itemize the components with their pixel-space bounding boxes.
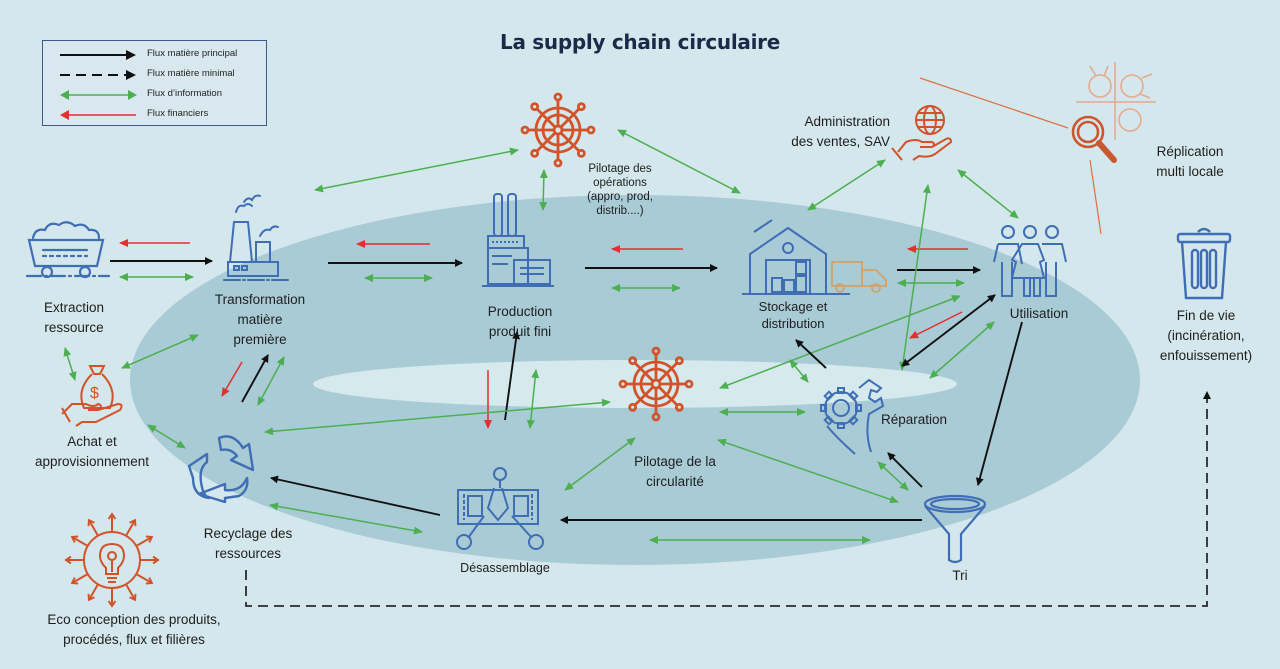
flow-arrow-information: [314, 147, 519, 193]
legend-label: Flux matière principal: [147, 48, 238, 59]
label-utilisation: Utilisation: [1009, 306, 1069, 321]
label-extraction: Extraction ressource: [43, 300, 105, 335]
replication-link: [1089, 159, 1102, 235]
people-group-icon: [993, 225, 1067, 297]
legend-left-arrow-icon: [60, 110, 136, 120]
ship-wheel-icon: [520, 92, 596, 168]
factory-smoke-icon: [223, 194, 289, 281]
label-replication: Réplication multi locale: [1156, 144, 1224, 179]
recycle-icon: [187, 435, 255, 504]
label-production: Production produit fini: [487, 304, 553, 339]
funnel-icon: [923, 494, 987, 564]
gear-wrench-icon: [820, 378, 885, 455]
flow-arrow-information: [264, 398, 611, 436]
label-reparation: Réparation: [880, 412, 948, 427]
replication-link: [919, 77, 1069, 129]
legend-item-principal: Flux matière principal: [43, 45, 268, 65]
lightbulb-arrows-icon: [64, 512, 160, 608]
flow-arrow-information: [257, 356, 285, 406]
flow-arrow-material: [975, 321, 1023, 486]
flow-arrow-information: [789, 359, 809, 383]
label-recyclage: Recyclage des ressources: [203, 526, 293, 561]
ship-wheel-icon-circularity: [618, 346, 694, 422]
flow-arrow-information: [877, 461, 909, 491]
legend-label: Flux d’information: [147, 88, 222, 99]
warehouse-truck-icon: [742, 219, 887, 295]
label-tri: Tri: [952, 568, 968, 583]
flow-arrow-information: [526, 369, 540, 429]
disassembly-robot-icon: [456, 467, 544, 550]
mine-cart-icon: [25, 221, 111, 279]
label-admin-ventes: Administration des ventes, SAV: [791, 114, 890, 149]
legend-solid-arrow-icon: [60, 50, 136, 60]
diagram-title: La supply chain circulaire: [500, 30, 780, 54]
flow-arrow-information: [63, 347, 77, 381]
flow-arrow-information: [899, 184, 931, 371]
flow-arrow-information: [147, 424, 186, 449]
flow-arrow-information: [957, 169, 1019, 219]
legend-dashed-arrow-icon: [60, 70, 136, 80]
globe-hand-icon: [891, 105, 953, 161]
flow-arrow-material: [504, 331, 521, 421]
money-bag-hand-icon: $: [61, 365, 123, 427]
legend-double-arrow-icon: [60, 90, 137, 100]
factory-icon: [482, 193, 554, 287]
legend-item-minimal: Flux matière minimal: [43, 65, 268, 85]
flow-arrow-information: [807, 159, 886, 211]
label-achat: Achat et approvisionnement: [34, 434, 150, 469]
legend: Flux matière principal Flux matière mini…: [42, 40, 267, 126]
legend-label: Flux financiers: [147, 108, 209, 119]
flow-arrow-information: [121, 334, 199, 369]
flow-arrow-information: [929, 321, 995, 379]
legend-item-information: Flux d’information: [43, 85, 268, 105]
flow-arrow-financial: [221, 361, 243, 397]
legend-item-financial: Flux financiers: [43, 105, 268, 125]
label-pilotage-circularite: Pilotage de la circularité: [634, 454, 716, 489]
label-transformation: Transformation matière première: [214, 292, 306, 347]
legend-label: Flux matière minimal: [147, 68, 235, 79]
svg-text:$: $: [90, 385, 99, 402]
flow-arrow-information: [539, 169, 548, 211]
flow-arrow-material-minimal: [245, 391, 1211, 607]
flow-arrow-information: [269, 502, 423, 535]
flow-arrow-information: [564, 437, 636, 491]
label-stockage: Stockage et distribution: [758, 299, 828, 331]
magnifier-globes-icon: [1071, 62, 1156, 163]
trash-bin-icon: [1176, 227, 1232, 300]
label-desassemblage: Désassemblage: [460, 561, 550, 575]
flow-arrow-material: [901, 294, 996, 367]
label-pilotage-operations: Pilotage des opérations (appro, prod, di…: [587, 163, 653, 217]
label-eco-conception: Eco conception des produits, procédés, f…: [47, 612, 221, 647]
flow-arrow-information: [717, 438, 899, 504]
flow-arrow-material: [795, 339, 827, 369]
flow-arrow-information: [617, 129, 741, 194]
label-fin-de-vie: Fin de vie (incinération, enfouissement): [1159, 308, 1253, 363]
